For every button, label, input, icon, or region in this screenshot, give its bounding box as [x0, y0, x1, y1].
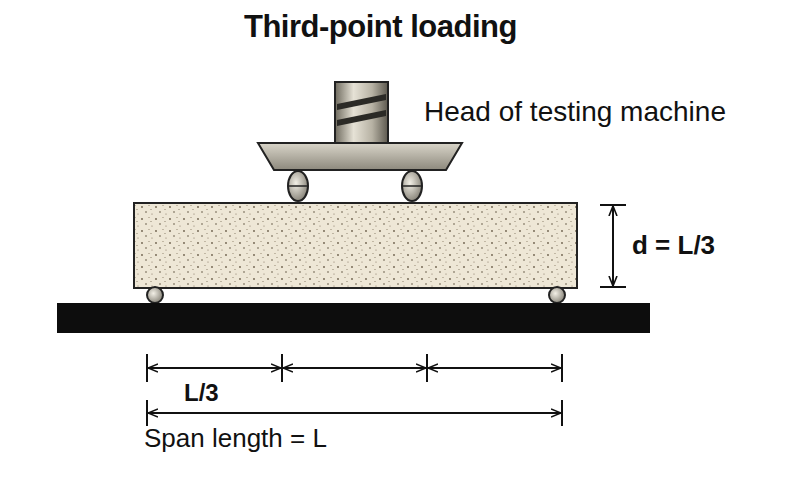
concrete-beam — [134, 203, 577, 288]
third-dimension — [147, 354, 562, 382]
depth-dimension — [600, 205, 626, 287]
beam-texture — [135, 204, 576, 287]
base-plate — [57, 303, 650, 333]
support-roller — [147, 287, 163, 303]
loading-plate — [258, 143, 462, 170]
dimension-label: d = L/3 — [632, 231, 715, 260]
dimension-label: L/3 — [184, 380, 219, 406]
diagram-title: Third-point loading — [244, 10, 517, 44]
support-roller — [549, 287, 565, 303]
machine-label: Head of testing machine — [424, 97, 726, 128]
loading-roller — [402, 171, 422, 201]
machine-screw — [335, 82, 388, 144]
loading-roller — [288, 171, 308, 201]
dimension-label: Span length = L — [144, 424, 327, 453]
